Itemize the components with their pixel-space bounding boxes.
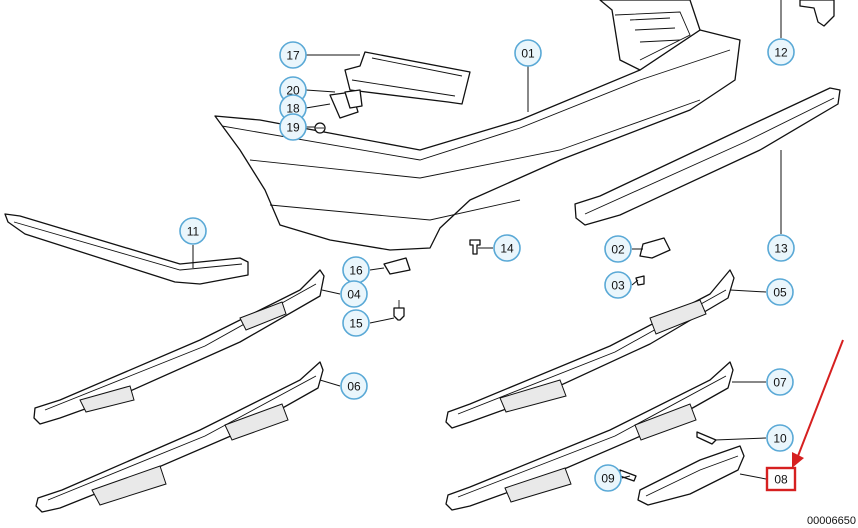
svg-text:15: 15: [349, 317, 363, 331]
document-number: 00006650: [807, 515, 856, 527]
rear-bumper-drawing: [214, 0, 741, 251]
svg-text:02: 02: [611, 243, 625, 257]
callout-15: 15: [342, 309, 370, 337]
svg-text:14: 14: [500, 242, 514, 256]
spoiler-05-drawing: [445, 269, 735, 429]
spoiler-06-drawing: [35, 361, 324, 513]
callout-07: 07: [766, 368, 794, 396]
svg-text:08: 08: [774, 473, 788, 487]
callout-16: 16: [342, 256, 370, 284]
callout-17: 17: [279, 41, 307, 69]
callout-11: 11: [179, 217, 207, 245]
svg-text:09: 09: [601, 472, 615, 486]
svg-text:05: 05: [773, 286, 787, 300]
callout-13: 13: [767, 234, 795, 262]
svg-text:07: 07: [773, 376, 787, 390]
callout-19: 19: [279, 113, 307, 141]
callout-02: 02: [604, 235, 632, 263]
callout-18: 18: [279, 94, 307, 122]
trim-strip-left-drawing: [4, 213, 249, 285]
spoiler-07-drawing: [445, 361, 734, 511]
svg-text:12: 12: [774, 46, 788, 60]
svg-text:13: 13: [774, 242, 788, 256]
callout-12: 12: [767, 38, 795, 66]
svg-text:11: 11: [187, 225, 200, 239]
spoiler-04-drawing: [33, 269, 325, 425]
bracket-parts-drawing: [314, 51, 471, 134]
callout-08-highlighted: 08: [765, 466, 797, 492]
callout-03: 03: [604, 271, 632, 299]
trim-strip-right-drawing: [574, 87, 841, 226]
svg-text:04: 04: [347, 288, 361, 302]
svg-text:10: 10: [773, 432, 787, 446]
svg-text:18: 18: [286, 102, 300, 116]
callout-01: 01: [514, 39, 542, 67]
fasteners-drawing: [383, 237, 717, 482]
callout-14: 14: [493, 234, 521, 262]
svg-text:20: 20: [286, 84, 300, 98]
bracket-right-drawing: [799, 0, 835, 27]
callout-05: 05: [766, 278, 794, 306]
svg-text:01: 01: [521, 47, 535, 61]
svg-text:19: 19: [286, 121, 300, 135]
callout-10: 10: [766, 424, 794, 452]
callout-04: 04: [340, 280, 368, 308]
red-arrow-icon: [792, 339, 844, 468]
svg-text:17: 17: [286, 49, 300, 63]
leader-lines: [192, 0, 782, 480]
callout-06: 06: [340, 372, 368, 400]
svg-text:16: 16: [349, 264, 363, 278]
svg-text:06: 06: [347, 380, 361, 394]
callout-09: 09: [594, 464, 622, 492]
part-08-drawing: [637, 445, 745, 506]
svg-text:03: 03: [611, 279, 625, 293]
